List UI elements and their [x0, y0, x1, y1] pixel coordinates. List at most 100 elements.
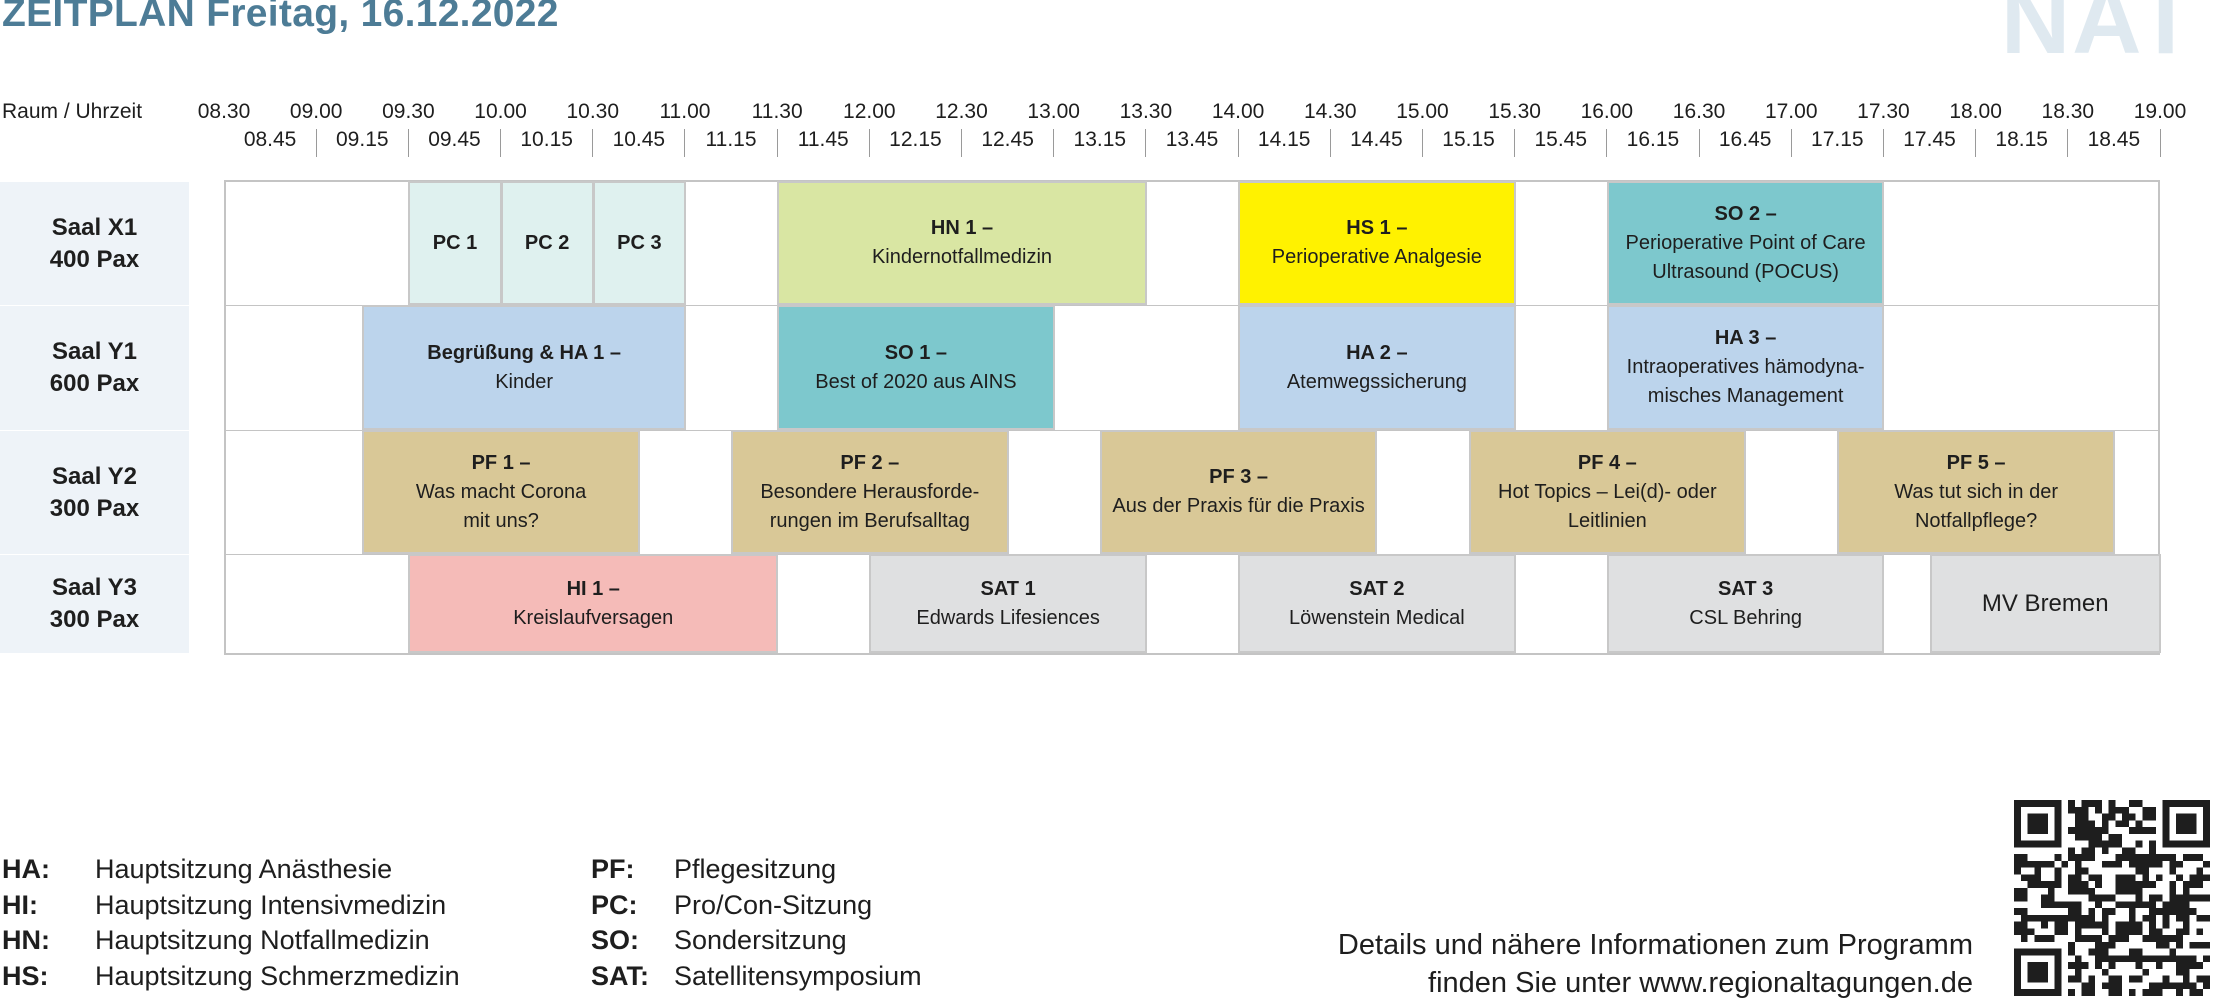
time-tick-major: 17.00 [1764, 100, 1818, 123]
tick-mark [1698, 129, 1700, 157]
time-tick-major: 15.00 [1396, 100, 1449, 123]
time-tick-major: 17.30 [1857, 100, 1910, 123]
session-code: SAT 1 [980, 577, 1036, 600]
session-name: Intraoperatives hämodyna- misches Manage… [1626, 356, 1865, 407]
room-name: Saal Y1 [52, 338, 137, 365]
session-code: HA 2 – [1346, 341, 1408, 364]
session-block[interactable]: PC 1 [408, 181, 502, 305]
legend-item: HS:Hauptsitzung Schmerzmedizin [2, 961, 460, 992]
legend-text: Hauptsitzung Intensivmedizin [95, 889, 447, 920]
session-block[interactable]: PF 4 – Hot Topics – Lei(d)- oder Leitlini… [1468, 430, 1747, 554]
room-capacity: 400 Pax [49, 245, 140, 273]
time-tick-minor: 10.45 [612, 128, 666, 151]
session-block[interactable]: Begrüßung & HA 1 –Kinder [362, 305, 686, 430]
session-name: Best of 2020 aus AINS [815, 370, 1017, 393]
legend-item: HN:Hauptsitzung Notfallmedizin [2, 925, 430, 956]
time-tick-major: 15.30 [1488, 100, 1541, 123]
session-block[interactable]: PF 5 –Was tut sich in der Notfallpflege? [1837, 430, 2115, 554]
legend-item: HI: Hauptsitzung Intensivmedizin [2, 890, 446, 921]
legend-item: SO:Sondersitzung [591, 925, 847, 956]
tick-mark [2159, 129, 2161, 157]
room-capacity: 300 Pax [49, 494, 140, 522]
session-block[interactable]: HI 1 –Kreislaufversagen [408, 554, 779, 653]
time-tick-minor: 18.15 [1995, 128, 2048, 151]
axis-label: Raum / Uhrzeit [2, 100, 143, 123]
legend-text: Satellitensymposium [674, 960, 922, 991]
session-code: HI 1 – [566, 577, 620, 600]
session-code: SO 1 – [884, 341, 948, 364]
time-tick-minor: 11.45 [797, 128, 849, 151]
time-tick-minor: 11.15 [705, 128, 757, 151]
session-code: PF 4 – [1577, 451, 1637, 474]
session-code: SAT 2 [1349, 577, 1405, 600]
session-block[interactable]: PF 2 – Besondere Herausforde- rungen im B… [731, 430, 1009, 554]
session-block[interactable]: PF 1 –Was macht Corona mit uns? [362, 430, 640, 554]
legend-abbr: PC: [591, 889, 638, 920]
session-block[interactable]: HN 1 –Kindernotfallmedizin [777, 181, 1147, 305]
tick-mark [2067, 129, 2069, 157]
session-code: HN 1 – [930, 217, 994, 239]
tick-mark [1606, 129, 1608, 157]
tick-mark [1145, 129, 1147, 157]
room-capacity: 300 Pax [49, 606, 140, 633]
time-tick-major: 10.30 [566, 100, 620, 123]
time-tick-major: 10.00 [474, 100, 527, 123]
session-code: PF 3 – [1209, 466, 1269, 488]
time-tick-major: 18.30 [2041, 100, 2095, 123]
session-name: Hot Topics – Lei(d)- oder Leitlinien [1498, 480, 1717, 532]
session-block[interactable]: MV Bremen [1929, 554, 2161, 653]
time-tick-minor: 17.45 [1903, 128, 1956, 151]
tick-mark [1329, 129, 1331, 157]
tick-mark [1514, 129, 1516, 157]
room-label: Saal Y3 300 Pax [0, 555, 189, 653]
session-name: Perioperative Point of Care Ultrasound (… [1625, 231, 1866, 283]
legend-item: SAT:Satellitensymposium [591, 961, 922, 992]
qr-code [2014, 800, 2210, 996]
time-tick-major: 19.00 [2133, 100, 2187, 123]
session-code: PF 1 – [471, 451, 531, 474]
tick-mark [1790, 129, 1792, 157]
session-block[interactable]: HA 3 –Intraoperatives hämodyna- misches … [1606, 305, 1885, 430]
session-block[interactable]: PC 3 [592, 181, 686, 305]
time-tick-major: 14.30 [1304, 100, 1357, 123]
tick-mark [776, 129, 778, 157]
room-name: Saal Y2 [52, 462, 137, 490]
session-code: HS 1 – [1346, 217, 1408, 239]
session-block[interactable]: PF 3 –Aus der Praxis für die Praxis [1099, 430, 1378, 554]
legend-item: PC:Pro/Con-Sitzung [591, 890, 872, 921]
time-tick-minor: 12.15 [889, 128, 942, 151]
tick-mark [1053, 129, 1055, 157]
time-tick-minor: 13.45 [1165, 128, 1219, 151]
time-tick-minor: 09.15 [336, 128, 389, 151]
session-block[interactable]: SAT 1 Edwards Lifesiences [869, 554, 1147, 653]
tick-mark [1237, 129, 1239, 157]
time-tick-major: 09.00 [289, 100, 343, 123]
session-code: PC 2 [524, 231, 570, 254]
legend-abbr: PF: [591, 854, 635, 884]
time-tick-minor: 18.45 [2087, 128, 2141, 151]
time-tick-minor: 15.45 [1534, 128, 1588, 151]
session-code: SAT 3 [1718, 577, 1774, 600]
session-block[interactable]: SO 1 – Best of 2020 aus AINS [777, 305, 1055, 430]
session-block[interactable]: SO 2 –Perioperative Point of Care Ultras… [1606, 181, 1885, 305]
room-name: Saal Y3 [52, 574, 137, 601]
session-code: PF 2 – [840, 451, 900, 474]
session-name: Besondere Herausforde- rungen im Berufsa… [760, 480, 980, 532]
time-tick-minor: 09.45 [428, 128, 481, 151]
session-block[interactable]: PC 2 [500, 181, 594, 305]
time-tick-major: 12.00 [843, 100, 896, 123]
time-tick-major: 18.00 [1949, 100, 2002, 123]
room-label: Saal Y2 300 Pax [0, 431, 189, 554]
row-divider [224, 305, 2160, 306]
tick-mark [1421, 129, 1423, 157]
legend-abbr: SO: [591, 925, 640, 955]
session-name: Was tut sich in der Notfallpflege? [1894, 480, 2058, 532]
session-block[interactable]: HA 2 –Atemwegssicherung [1238, 305, 1516, 430]
legend-abbr: HS: [2, 960, 49, 991]
legend-abbr: HI: [2, 889, 38, 920]
session-block[interactable]: HS 1 –Perioperative Analgesie [1238, 181, 1516, 305]
session-name: Edwards Lifesiences [916, 606, 1100, 629]
legend-abbr: HA: [2, 854, 50, 884]
